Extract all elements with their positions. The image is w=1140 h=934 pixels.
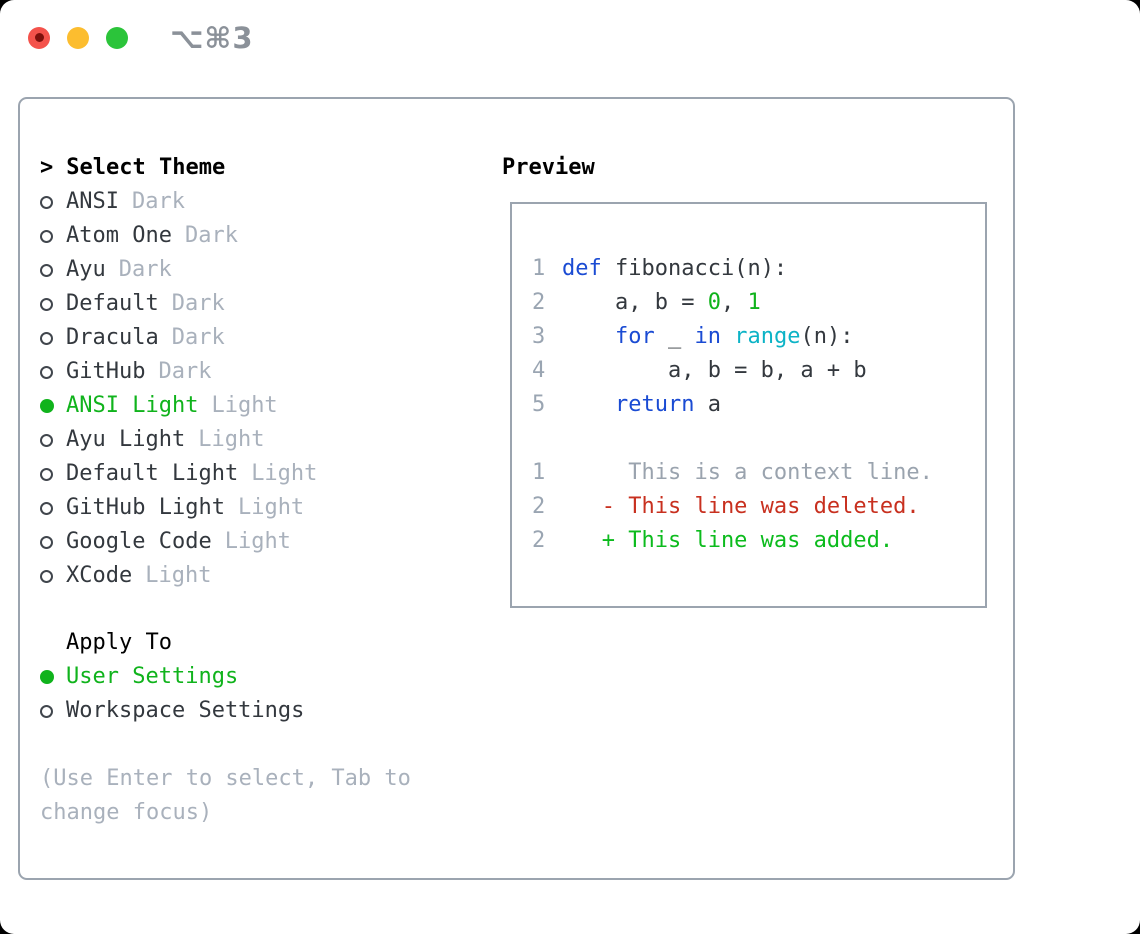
radio-unselected-icon — [40, 365, 53, 379]
theme-option-github-light[interactable]: GitHub Light Light — [40, 491, 490, 525]
diff-line-context: 1 This is a context line. — [532, 456, 985, 490]
radio-unselected-icon — [40, 297, 53, 311]
blank-line — [532, 422, 985, 456]
apply-option-user-settings[interactable]: User Settings — [40, 660, 490, 694]
theme-option-ansi-light[interactable]: ANSI Light Light — [40, 389, 490, 423]
code-text: for _ in range(n): — [614, 324, 854, 349]
option-variant-label: Light — [251, 461, 318, 486]
radio-unselected-icon — [40, 433, 53, 447]
line-number: 5 — [532, 392, 546, 417]
option-variant-label: Dark — [158, 359, 212, 384]
option-variant-label: Dark — [118, 257, 172, 282]
radio-unselected-icon — [40, 263, 53, 277]
line-number: 2 — [532, 494, 546, 519]
maximize-button[interactable] — [106, 26, 128, 49]
option-variant-label: Dark — [171, 291, 225, 316]
radio-unselected-icon — [40, 195, 53, 209]
option-variant-label: Light — [224, 529, 291, 554]
option-variant-label: Dark — [171, 325, 225, 350]
close-dot-icon — [34, 33, 44, 42]
code-line: 5 return a — [532, 388, 985, 422]
theme-option-ayu[interactable]: Ayu Dark — [40, 253, 490, 287]
radio-unselected-icon — [40, 569, 53, 583]
option-label: GitHub — [66, 359, 146, 384]
option-label: ANSI — [66, 189, 119, 214]
traffic-lights — [28, 26, 128, 49]
option-variant-label: Light — [211, 393, 278, 418]
theme-option-default-light[interactable]: Default Light Light — [40, 457, 490, 491]
code-text: return a — [614, 392, 721, 417]
code-text: def fibonacci(n): — [562, 256, 788, 281]
diff-text: + This line was added. — [562, 528, 894, 553]
radio-selected-icon — [40, 670, 54, 684]
line-number: 3 — [532, 324, 546, 349]
theme-option-default[interactable]: Default Dark — [40, 287, 490, 321]
titlebar: ⌥⌘3 — [0, 0, 1140, 75]
option-label: Ayu Light — [66, 427, 186, 452]
caret-indicator: > — [40, 155, 54, 180]
option-label: Atom One — [66, 223, 172, 248]
option-variant-label: Light — [237, 495, 305, 520]
radio-unselected-icon — [40, 229, 53, 243]
radio-unselected-icon — [40, 535, 53, 549]
code-line: 4 a, b = b, a + b — [532, 354, 985, 388]
option-label: Dracula — [66, 325, 159, 350]
radio-unselected-icon — [40, 331, 53, 345]
option-label: ANSI Light — [66, 393, 199, 418]
diff-line-deleted: 2 - This line was deleted. — [532, 490, 985, 524]
theme-option-dracula[interactable]: Dracula Dark — [40, 321, 490, 355]
option-variant-label: Dark — [131, 189, 185, 214]
close-button[interactable] — [28, 26, 50, 49]
diff-line-added: 2 + This line was added. — [532, 524, 985, 558]
option-label: Ayu — [66, 257, 106, 282]
theme-option-github[interactable]: GitHub Dark — [40, 355, 490, 389]
code-text: a, b = b, a + b — [562, 358, 867, 383]
option-label: Google Code — [66, 529, 212, 554]
option-label: Workspace Settings — [66, 698, 305, 723]
option-variant-label: Dark — [184, 223, 238, 248]
line-number: 2 — [532, 290, 546, 315]
line-number: 1 — [532, 256, 546, 281]
code-line: 2 a, b = 0, 1 — [532, 286, 985, 320]
radio-unselected-icon — [40, 467, 53, 481]
theme-option-atom-one[interactable]: Atom One Dark — [40, 219, 490, 253]
option-variant-label: Light — [145, 563, 212, 588]
code-line: 3 for _ in range(n): — [532, 320, 985, 354]
select-theme-title: Select Theme — [66, 155, 226, 180]
theme-option-ansi[interactable]: ANSI Dark — [40, 185, 490, 219]
code-text: a, b = 0, 1 — [562, 290, 761, 315]
option-label: Default Light — [66, 461, 239, 486]
hint-text: (Use Enter to select, Tab to change focu… — [40, 766, 411, 825]
option-label: Default — [66, 291, 159, 316]
diff-text: - This line was deleted. — [562, 494, 920, 519]
radio-unselected-icon — [40, 704, 53, 718]
apply-option-workspace-settings[interactable]: Workspace Settings — [40, 694, 490, 728]
theme-option-ayu-light[interactable]: Ayu Light Light — [40, 423, 490, 457]
apply-to-header: Apply To — [66, 630, 172, 655]
diff-preview: 1 This is a context line.2 - This line w… — [532, 456, 985, 558]
minimize-button[interactable] — [67, 26, 89, 49]
radio-unselected-icon — [40, 501, 53, 515]
code-line: 1 def fibonacci(n): — [532, 252, 985, 286]
theme-option-google-code[interactable]: Google Code Light — [40, 525, 490, 559]
line-number: 4 — [532, 358, 546, 383]
option-variant-label: Light — [198, 427, 265, 452]
select-theme-header: > Select Theme — [40, 151, 490, 185]
option-label: User Settings — [66, 664, 239, 689]
radio-selected-icon — [40, 399, 54, 413]
line-number: 2 — [532, 528, 546, 553]
option-label: XCode — [66, 563, 133, 588]
preview-title: Preview — [502, 155, 595, 180]
keyboard-shortcut-label: ⌥⌘3 — [170, 20, 254, 55]
diff-text: This is a context line. — [562, 460, 933, 485]
line-number: 1 — [532, 460, 546, 485]
option-label: GitHub Light — [66, 495, 225, 520]
theme-option-xcode[interactable]: XCode Light — [40, 559, 490, 593]
